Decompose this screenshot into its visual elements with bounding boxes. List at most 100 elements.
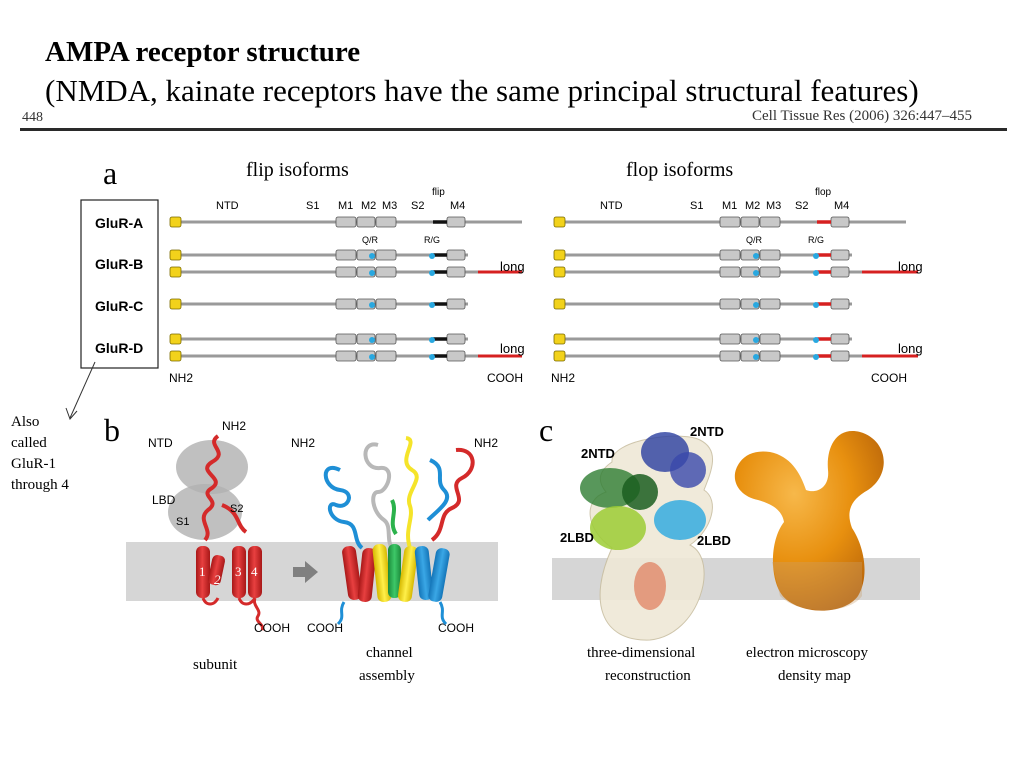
flop-transmembrane-segment — [759, 216, 781, 228]
flip-signal-peptide — [169, 216, 182, 228]
flop-transmembrane-segment — [830, 350, 850, 362]
flip-transmembrane-segment — [335, 298, 357, 310]
flop-rg-site-dot — [813, 354, 819, 360]
assembly-helix — [428, 548, 450, 602]
flop-transmembrane-segment — [719, 350, 741, 362]
ntd-lobe — [176, 440, 248, 494]
flop-signal-peptide — [553, 298, 566, 310]
helix-label-4: 4 — [251, 564, 258, 579]
flip-qr-site-dot — [369, 337, 375, 343]
journal-citation: Cell Tissue Res (2006) 326:447–455 — [752, 108, 973, 124]
flop-label-m1: M1 — [722, 200, 737, 212]
assembly-nh2-left-label: NH2 — [291, 436, 315, 450]
flop-rg-site-dot — [813, 270, 819, 276]
flip-transmembrane-segment — [446, 216, 466, 228]
subunit-lbd-label: LBD — [152, 493, 176, 507]
em-caption-line-1: electron microscopy — [746, 645, 869, 661]
subunit-nh2-label: NH2 — [222, 419, 246, 433]
side-note-line: GluR-1 — [11, 456, 56, 472]
helix-m3 — [232, 546, 246, 598]
flip-transmembrane-segment — [446, 249, 466, 261]
flop-label-ntd: NTD — [600, 200, 623, 212]
ntd-density-left-2 — [622, 474, 658, 510]
lbd-density-left — [590, 506, 646, 550]
flip-label-m3: M3 — [382, 200, 397, 212]
assembly-cooh-left-label: COOH — [307, 621, 343, 635]
flop-qr-site-dot — [753, 337, 759, 343]
flop-qr-site-dot — [753, 302, 759, 308]
flip-isoforms-title: flip isoforms — [246, 159, 349, 181]
helix-label-2: 2 — [214, 572, 221, 587]
flop-transmembrane-segment — [759, 333, 781, 345]
flip-transmembrane-segment — [335, 333, 357, 345]
lbd-density-right — [654, 500, 706, 540]
flop-transmembrane-segment — [740, 216, 760, 228]
label-2ntd-left: 2NTD — [581, 446, 615, 461]
flop-transmembrane-segment — [830, 249, 850, 261]
subunit-label-glur-c: GluR-C — [95, 298, 143, 314]
flip-label-s2: S2 — [411, 200, 424, 212]
flip-label-m2: M2 — [361, 200, 376, 212]
side-note-arrowhead — [65, 407, 78, 420]
flip-transmembrane-segment — [375, 333, 397, 345]
blue-chain — [323, 465, 364, 550]
flip-label-m4: M4 — [450, 200, 465, 212]
flip-signal-peptide — [169, 333, 182, 345]
subunit-ntd-label: NTD — [148, 436, 173, 450]
flip-nh2-label: NH2 — [169, 371, 193, 385]
journal-page-number: 448 — [22, 110, 43, 125]
flop-transmembrane-segment — [830, 266, 850, 278]
green-chain — [390, 499, 398, 536]
flip-qr-site-dot — [369, 253, 375, 259]
flip-rg-site-dot — [429, 302, 435, 308]
subunit-label-glur-d: GluR-D — [95, 340, 143, 356]
flop-label-m4: M4 — [834, 200, 849, 212]
em-caption-line-2: density map — [778, 668, 851, 684]
flop-transmembrane-segment — [830, 216, 850, 228]
flip-signal-peptide — [169, 249, 182, 261]
flip-label-ntd: NTD — [216, 200, 239, 212]
flip-transmembrane-segment — [375, 350, 397, 362]
label-2ntd-right: 2NTD — [690, 424, 724, 439]
assembly-caption-line-2: assembly — [359, 668, 415, 684]
panel-a-letter: a — [103, 155, 117, 191]
flop-signal-peptide — [553, 333, 566, 345]
flop-isoforms-title: flop isoforms — [626, 159, 733, 181]
flop-label-s2: S2 — [795, 200, 808, 212]
assembly-helix — [372, 544, 392, 602]
flip-transmembrane-segment — [356, 216, 376, 228]
subunit-schematic: 1 2 3 4 — [168, 434, 264, 631]
recon-caption-line-1: three-dimensional — [587, 645, 695, 661]
slide-title: AMPA receptor structure — [45, 36, 361, 68]
helix-m2 — [207, 555, 226, 586]
flip-qr-site-dot — [369, 270, 375, 276]
flip-transmembrane-segment — [375, 298, 397, 310]
yellow-chain — [404, 436, 419, 549]
panel-c-letter: c — [539, 412, 553, 448]
helix-m4 — [248, 546, 262, 598]
subunit-name-box — [80, 199, 159, 369]
flop-signal-peptide — [553, 216, 566, 228]
flip-long-label-d: long — [500, 341, 525, 356]
flip-transmembrane-segment — [375, 266, 397, 278]
journal-rule — [20, 128, 1007, 131]
side-note-line: called — [11, 435, 47, 451]
side-note-arrow — [69, 361, 96, 419]
flop-nh2-label: NH2 — [551, 371, 575, 385]
flop-transmembrane-segment — [719, 333, 741, 345]
assembly-nh2-right-label: NH2 — [474, 436, 498, 450]
flip-qr-site-dot — [369, 354, 375, 360]
flop-transmembrane-segment — [830, 333, 850, 345]
flip-rg-site-dot — [429, 253, 435, 259]
flip-long-label-b: long — [500, 259, 525, 274]
assembly-helix — [414, 546, 434, 600]
flop-transmembrane-segment — [719, 298, 741, 310]
side-note-line: through 4 — [11, 477, 69, 493]
subunit-caption: subunit — [193, 657, 238, 673]
em-density-map — [734, 430, 884, 611]
flip-segment-label: flip — [432, 187, 445, 198]
flop-long-label-d: long — [898, 341, 923, 356]
flop-signal-peptide — [553, 350, 566, 362]
flip-cooh-label: COOH — [487, 371, 523, 385]
flop-rg-site-dot — [813, 337, 819, 343]
